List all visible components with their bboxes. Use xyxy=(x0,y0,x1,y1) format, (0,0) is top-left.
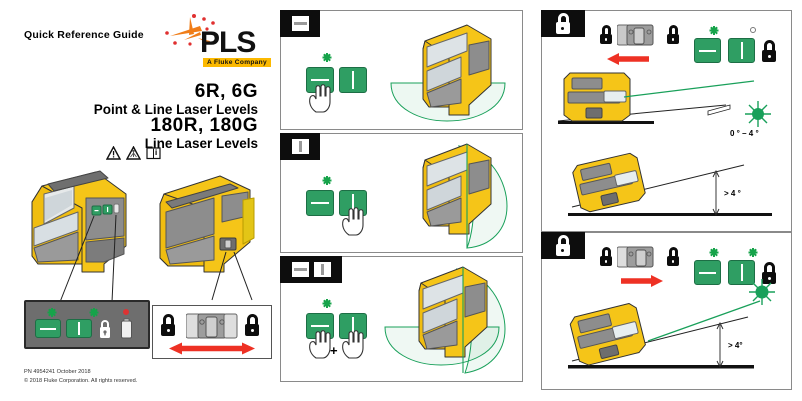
laser-dot-green-icon xyxy=(745,101,771,127)
led-indicator xyxy=(321,174,333,186)
tab-locked xyxy=(541,232,585,259)
vertical-line-button[interactable] xyxy=(728,38,755,63)
model-1-desc: Point & Line Laser Levels xyxy=(93,102,258,117)
vertical-line-button[interactable] xyxy=(728,260,755,285)
lock-switch-illustration[interactable] xyxy=(186,312,238,340)
horizontal-line-button[interactable] xyxy=(694,260,721,285)
tilted-manual-scene-illustration xyxy=(568,300,761,369)
laser-cross-projection-illustration xyxy=(384,266,506,374)
laser-back-view-illustration xyxy=(159,175,255,273)
tab-cross xyxy=(280,256,342,283)
tab-vertical xyxy=(280,133,320,160)
tab-unlocked xyxy=(541,10,585,37)
laser-horizontal-projection-illustration xyxy=(390,24,506,122)
lock-icon xyxy=(555,235,571,256)
arrow-left-red-icon xyxy=(607,53,649,65)
led-indicator xyxy=(321,297,333,309)
hand-cursor-icon xyxy=(342,207,364,236)
plus-symbol: + xyxy=(330,343,338,358)
vertical-line-glyph-icon xyxy=(290,138,310,155)
horizontal-line-button[interactable] xyxy=(694,38,721,63)
hand-cursor-icon xyxy=(309,330,331,359)
page-title: Quick Reference Guide xyxy=(24,29,144,41)
panel-vertical xyxy=(280,133,523,253)
warning-triangle-icon xyxy=(106,146,121,160)
tab-horizontal xyxy=(280,10,320,37)
horizontal-line-button[interactable] xyxy=(35,319,61,338)
model-1-name: 6R, 6G xyxy=(194,81,258,102)
horizontal-line-glyph-icon xyxy=(290,261,310,278)
unlock-icon xyxy=(600,25,613,44)
panel-unlocked-leveling: 0 ° – 4 ° > 4 ° xyxy=(541,10,792,232)
model-block-2: 180R, 180G Line Laser Levels xyxy=(30,115,258,152)
unlock-icon xyxy=(600,247,613,266)
safety-icon-row xyxy=(106,146,161,160)
lock-icon xyxy=(245,314,260,336)
read-manual-icon xyxy=(146,147,161,160)
model-2-desc: Line Laser Levels xyxy=(144,136,258,151)
horizontal-led xyxy=(708,24,720,36)
lock-icon xyxy=(762,40,777,62)
pls-spark-icon xyxy=(165,14,215,46)
fluke-tagline: A Fluke Company xyxy=(203,58,271,67)
angle-label-range: 0 ° – 4 ° xyxy=(730,129,759,138)
unlock-icon xyxy=(555,13,571,34)
lock-icon xyxy=(667,247,680,266)
angle-label-over: > 4 ° xyxy=(724,189,741,198)
angle-label-over: > 4° xyxy=(728,341,743,350)
level-scene-illustration xyxy=(558,72,755,124)
keypad-detail-callout xyxy=(24,300,150,349)
tilted-scene-illustration xyxy=(568,152,772,217)
vertical-led xyxy=(747,246,759,258)
vertical-line-glyph-icon xyxy=(312,261,332,278)
vertical-line-button[interactable] xyxy=(339,67,367,93)
laser-dot-green-icon xyxy=(749,279,775,305)
model-block-1: 6R, 6G Point & Line Laser Levels xyxy=(30,81,258,118)
laser-warning-icon xyxy=(126,146,141,160)
footer-part-number: PN 4954241 October 2018 xyxy=(24,369,91,375)
pls-logo: PLS A Fluke Company xyxy=(160,14,271,67)
vertical-led xyxy=(747,24,759,36)
laser-vertical-projection-illustration xyxy=(422,143,508,249)
horizontal-line-glyph-icon xyxy=(290,15,310,32)
lock-icon xyxy=(100,320,110,338)
switch-leader-lines xyxy=(211,251,253,301)
led-indicator xyxy=(321,51,333,63)
footer-copyright: © 2018 Fluke Corporation. All rights res… xyxy=(24,378,138,384)
horizontal-led xyxy=(47,307,57,317)
lock-switch-illustration[interactable] xyxy=(617,23,663,47)
hand-cursor-icon xyxy=(309,84,331,113)
lock-icon xyxy=(667,25,680,44)
horizontal-led xyxy=(708,246,720,258)
double-arrow-red-icon xyxy=(169,342,255,355)
panel-locked-manual: > 4° xyxy=(541,232,792,390)
panel-cross: + xyxy=(280,256,523,382)
pls-wordmark: PLS xyxy=(200,26,256,59)
battery-icon xyxy=(121,318,132,339)
battery-led xyxy=(122,308,130,316)
model-2-name: 180R, 180G xyxy=(150,115,258,136)
vertical-line-button[interactable] xyxy=(66,319,92,338)
horizontal-line-button[interactable] xyxy=(306,190,334,216)
unlock-icon xyxy=(161,314,176,336)
panel-horizontal xyxy=(280,10,523,130)
lock-switch-illustration[interactable] xyxy=(617,245,663,269)
lock-icon xyxy=(762,262,777,284)
keypad-leader-lines xyxy=(59,214,117,303)
hand-cursor-icon xyxy=(342,330,364,359)
lock-led xyxy=(89,307,99,317)
arrow-right-red-icon xyxy=(621,275,663,287)
pendulum-lock-switch-callout xyxy=(152,305,272,359)
